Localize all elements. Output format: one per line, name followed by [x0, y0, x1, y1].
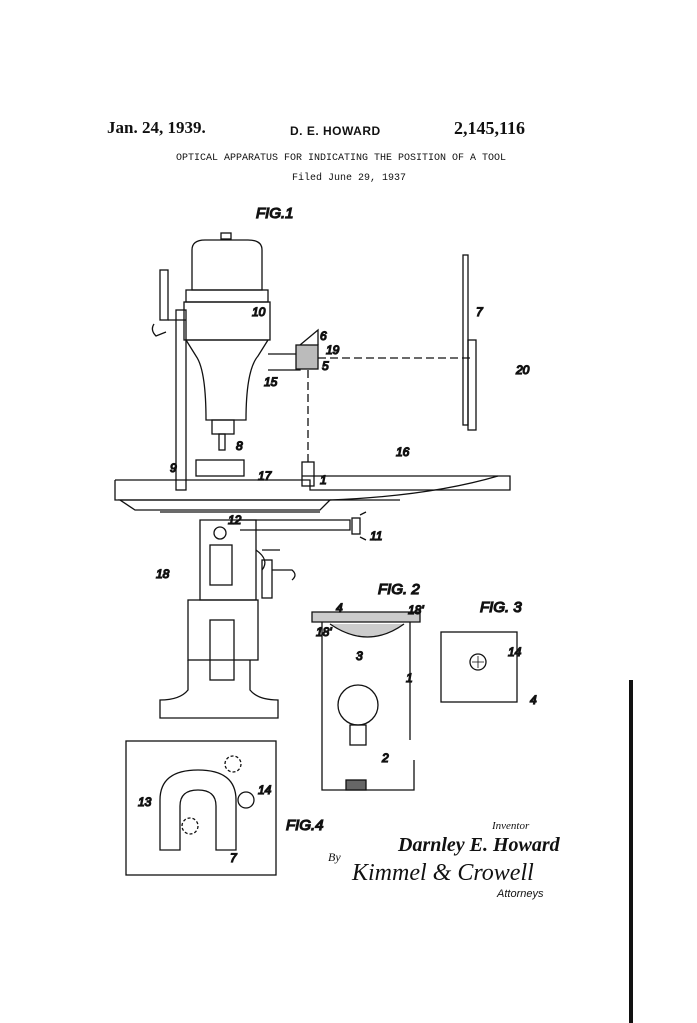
reference-numeral: 6: [320, 329, 327, 343]
fig3-plate: 14 4: [440, 631, 538, 708]
patent-title: OPTICAL APPARATUS FOR INDICATING THE POS…: [176, 153, 507, 164]
inventor-signature: Darnley E. Howard: [398, 834, 560, 856]
reference-numeral: 1: [320, 473, 327, 487]
lamp-housing: [311, 611, 421, 791]
reference-numeral: 5: [322, 359, 329, 373]
reference-numeral: 2: [381, 751, 389, 765]
reference-numeral: 18: [156, 567, 170, 581]
reference-numeral: 4: [336, 601, 343, 615]
reference-numeral: 16: [396, 445, 410, 459]
patent-date: Jan. 24, 1939.: [107, 118, 206, 137]
attorneys-label: Attorneys: [497, 888, 544, 900]
reference-numeral: 19: [326, 343, 340, 357]
reference-numeral: 14: [508, 645, 522, 659]
inventor-label: Inventor: [492, 820, 530, 832]
reference-numeral: 8: [236, 439, 243, 453]
reference-numeral: 14: [258, 783, 272, 797]
reference-numeral: 3: [356, 649, 363, 663]
drill-press: [114, 232, 511, 719]
reference-numeral: 9: [170, 461, 177, 475]
reference-numeral: 13: [138, 795, 152, 809]
fig3-label: FIG. 3: [480, 599, 522, 616]
fig4-label: FIG.4: [286, 817, 324, 834]
fig1-reference-numerals: 10 6 19 5 7 20 15 8 16 9 17 1 12 11 18: [155, 304, 530, 581]
reference-numeral: 7: [230, 851, 238, 865]
fig1-label: FIG.1: [256, 205, 294, 222]
reference-numeral: 15: [264, 375, 278, 389]
reference-numeral: 12: [228, 513, 242, 527]
fig2-reference-numerals: 4 18' 18' 3 1 2: [315, 600, 425, 765]
reference-numeral: 18': [408, 603, 424, 617]
reference-numeral: 11: [370, 529, 382, 543]
scan-edge-line: [629, 680, 633, 1023]
reference-numeral: 10: [252, 305, 266, 319]
filed-date: Filed June 29, 1937: [292, 173, 407, 184]
attorneys-signature: Kimmel & Crowell: [352, 860, 534, 886]
fig4-screen: 13 14 7: [125, 740, 277, 876]
reference-numeral: 18': [316, 625, 332, 639]
patent-number: 2,145,116: [454, 118, 526, 138]
reference-numeral: 1: [406, 671, 413, 685]
reference-numeral: 20: [515, 363, 530, 377]
reference-numeral: 17: [258, 469, 273, 483]
by-label: By: [328, 850, 341, 864]
reference-numeral: 7: [476, 305, 484, 319]
inventor-header: D. E. HOWARD: [290, 124, 381, 138]
fig2-label: FIG. 2: [378, 581, 420, 598]
reference-numeral: 4: [530, 693, 537, 707]
